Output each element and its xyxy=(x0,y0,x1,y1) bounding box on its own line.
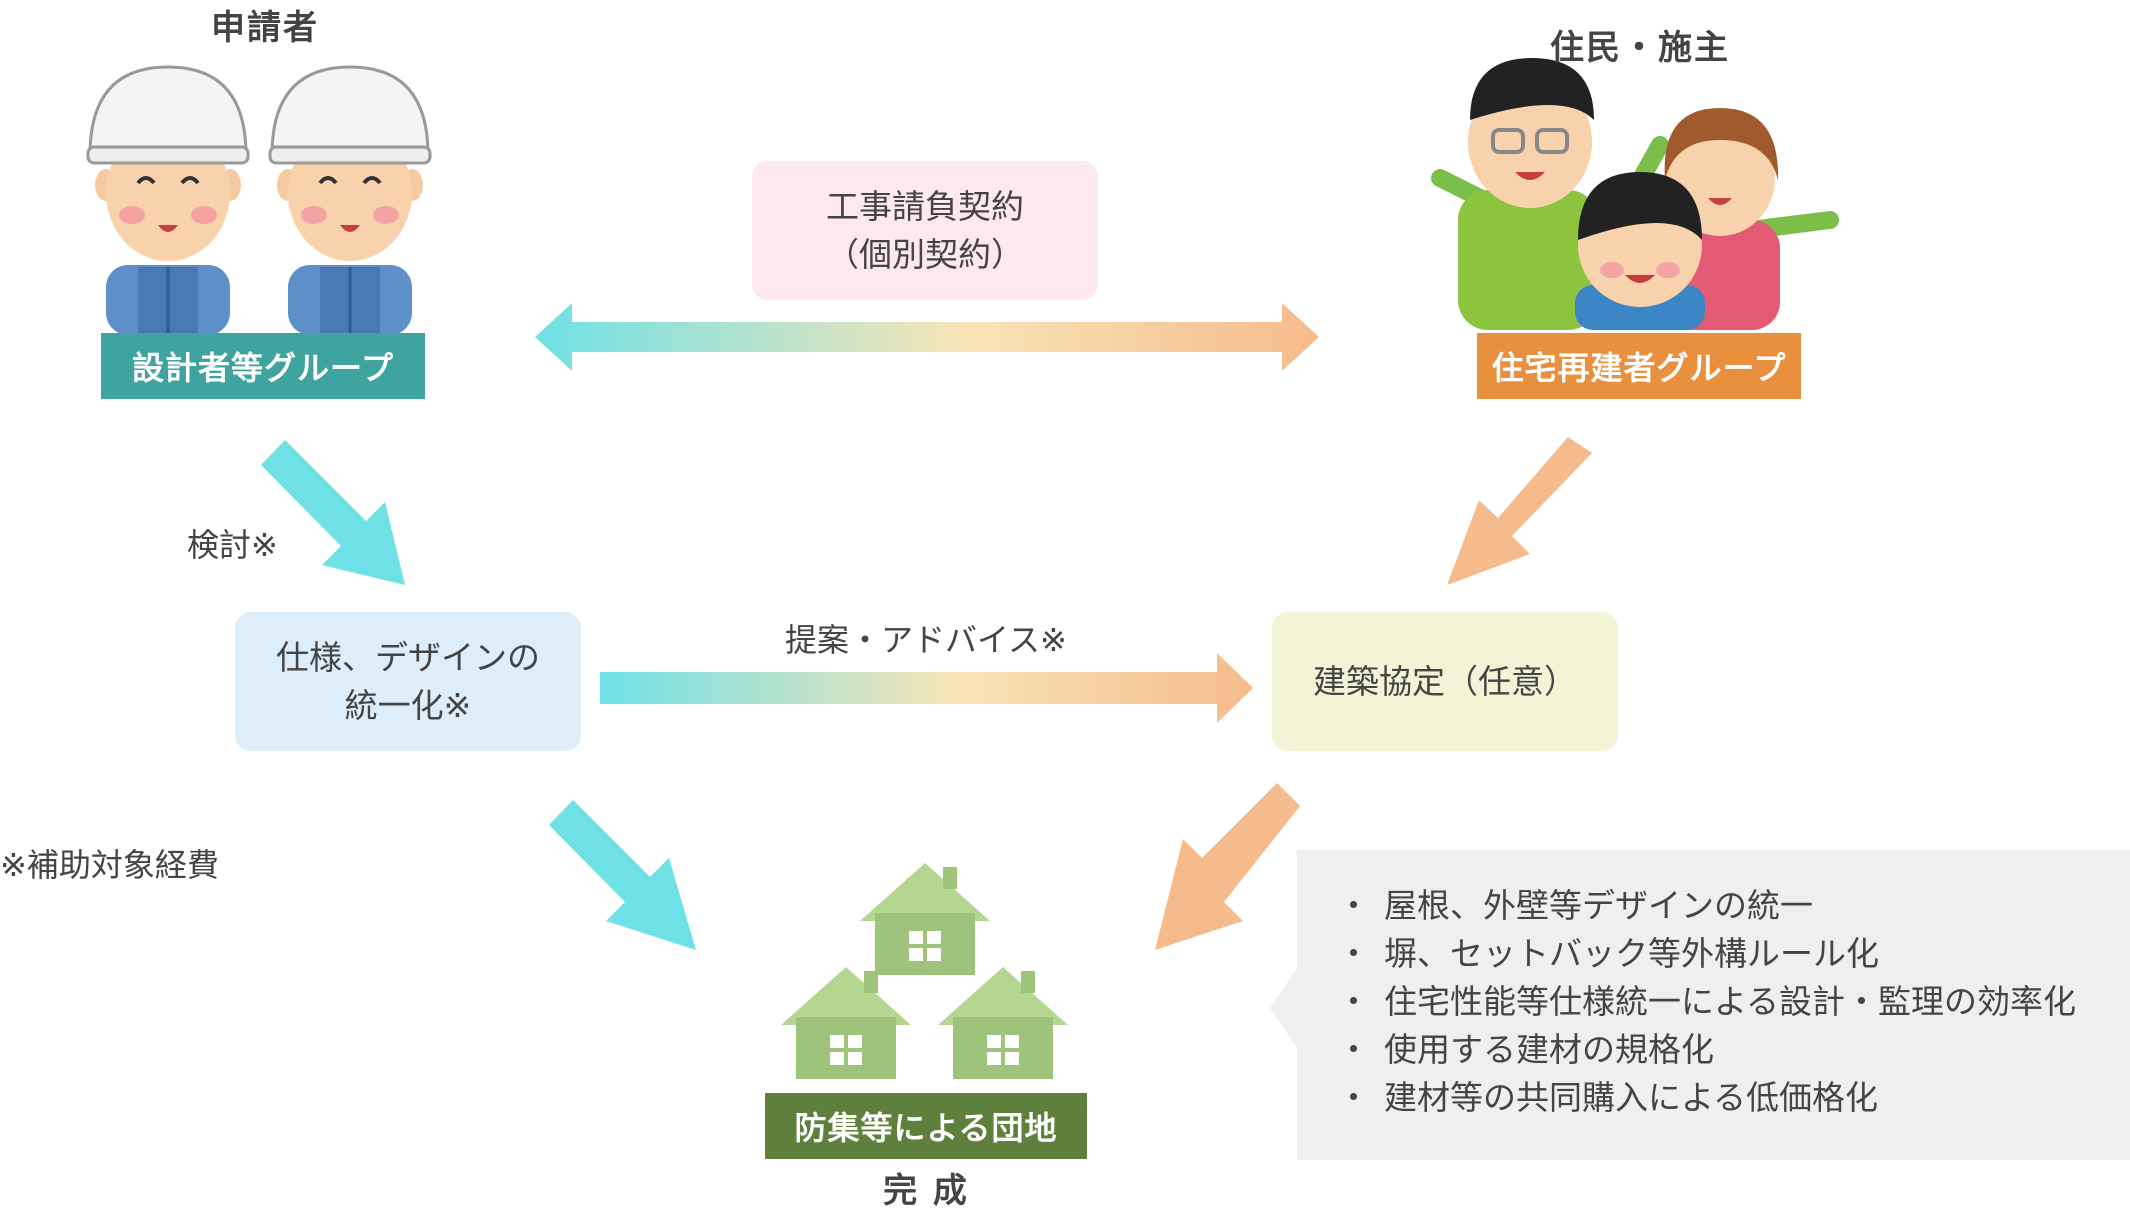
spec-box-text: 仕様、デザインの 統一化※ xyxy=(276,637,540,725)
house-icon xyxy=(781,967,911,1079)
benefits-list: 屋根、外壁等デザインの統一 塀、セットバック等外構ルール化 住宅性能等仕様統一に… xyxy=(1297,850,2130,1122)
applicant-heading: 申請者 xyxy=(211,8,319,48)
agreement-to-completion-arrow xyxy=(1155,783,1300,950)
contract-box-text: 工事請負契約 （個別契約） xyxy=(826,186,1024,274)
spec-box: 仕様、デザインの 統一化※ xyxy=(235,612,581,751)
agreement-box: 建築協定（任意） xyxy=(1272,612,1618,751)
footnote: ※補助対象経費 xyxy=(0,846,219,884)
completion-caption: 完 成 xyxy=(883,1171,969,1211)
callout-pointer xyxy=(1270,968,1297,1048)
agreement-box-text: 建築協定（任意） xyxy=(1313,661,1577,701)
benefit-item: 屋根、外壁等デザインの統一 xyxy=(1337,882,2130,930)
worker-icon xyxy=(86,65,250,335)
residents-to-agreement-arrow xyxy=(1447,437,1592,585)
house-icon xyxy=(938,967,1068,1079)
house-icon xyxy=(860,863,990,975)
residents-heading: 住民・施主 xyxy=(1550,28,1730,68)
rebuilder-group-tag: 住宅再建者グループ xyxy=(1477,333,1801,399)
proposal-arrow xyxy=(600,653,1253,723)
spec-to-completion-arrow xyxy=(549,800,696,950)
family-icon xyxy=(1431,58,1839,330)
review-arrow xyxy=(261,440,405,585)
benefit-item: 住宅性能等仕様統一による設計・監理の効率化 xyxy=(1337,978,2130,1026)
benefit-item: 建材等の共同購入による低価格化 xyxy=(1337,1074,2130,1122)
benefit-item: 使用する建材の規格化 xyxy=(1337,1026,2130,1074)
contract-double-arrow xyxy=(535,303,1319,371)
benefits-callout: 屋根、外壁等デザインの統一 塀、セットバック等外構ルール化 住宅性能等仕様統一に… xyxy=(1297,850,2130,1160)
review-label: 検討※ xyxy=(187,526,278,564)
completion-group-tag: 防集等による団地 xyxy=(765,1093,1087,1159)
contract-box: 工事請負契約 （個別契約） xyxy=(752,161,1098,300)
proposal-label: 提案・アドバイス※ xyxy=(785,621,1067,659)
designer-group-tag: 設計者等グループ xyxy=(101,333,425,399)
benefit-item: 塀、セットバック等外構ルール化 xyxy=(1337,930,2130,978)
worker-icon xyxy=(268,65,432,335)
